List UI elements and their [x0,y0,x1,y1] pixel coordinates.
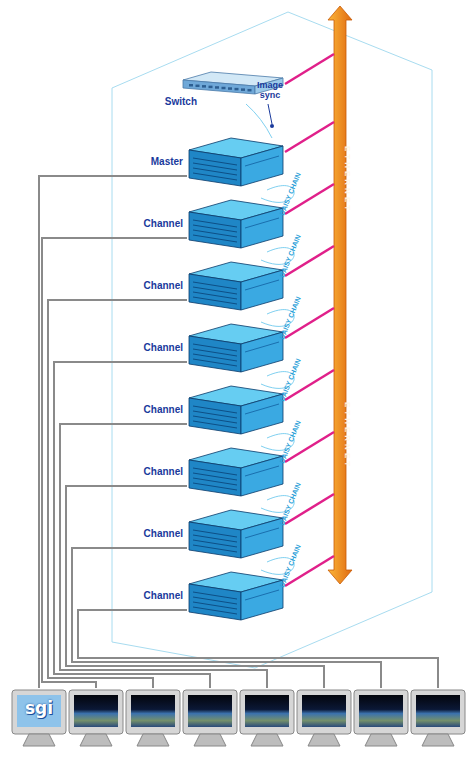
monitor-node: sgi [11,688,67,748]
server-shape [187,508,285,562]
switch-label: Switch [165,96,197,107]
server-shape [187,198,285,252]
server-node: Master [187,136,285,190]
server-node: Channel [187,260,285,314]
server-label: Channel [144,466,183,477]
video-cables [42,238,438,688]
leader-line [268,104,272,124]
server-shape [187,322,285,376]
server-node: Channel [187,198,285,252]
server-label: Channel [144,342,183,353]
monitors [69,690,465,746]
monitor-shape [11,688,67,748]
sync-arc [246,104,272,138]
server-node: Channel [187,570,285,624]
server-shape [187,260,285,314]
video-cable [39,176,187,688]
bar-shape [328,6,352,584]
ethernet-label: ETHERNET [328,146,352,213]
server-shape [187,570,285,624]
ethernet-cable [285,54,334,84]
bar-node: ETHERNET ETHERNET [328,6,352,584]
rack-outline [112,12,432,668]
server-label: Channel [144,404,183,415]
logo-text: sgi [11,698,67,718]
server-node: Channel [187,322,285,376]
server-shape [187,136,285,190]
server-label: Channel [144,280,183,291]
server-node: Channel [187,446,285,500]
server-node: Channel [187,384,285,438]
server-label: Channel [144,218,183,229]
leader-dot [270,124,274,128]
ethernet-label: ETHERNET [328,402,352,469]
server-node: Channel [187,508,285,562]
server-label: Master [151,156,183,167]
server-label: Channel [144,528,183,539]
callout-label: Image sync [248,80,292,100]
server-shape [187,384,285,438]
server-shape [187,446,285,500]
ethernet-cable [285,122,334,152]
server-label: Channel [144,590,183,601]
